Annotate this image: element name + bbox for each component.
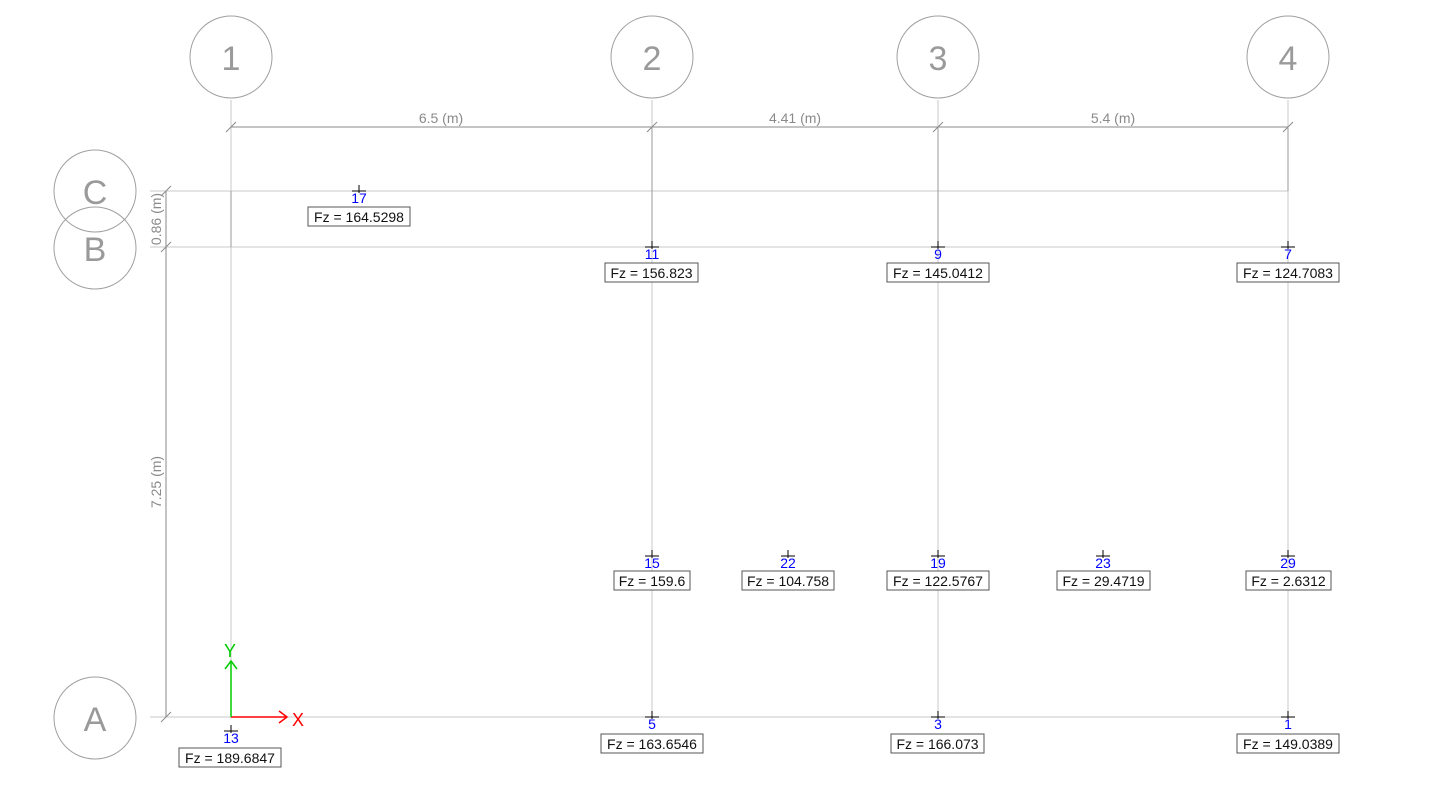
grid-bubble-a[interactable]: A: [53, 676, 137, 760]
x-dimension-chain: 6.5 (m) 4.41 (m) 5.4 (m): [225, 110, 1294, 133]
x-dim-tick-1: [225, 121, 237, 133]
node-23[interactable]: 23 Fz = 29.4719: [1056, 550, 1151, 591]
grid-bubble-label-2: 2: [643, 40, 662, 78]
load-value-label: Fz = 29.4719: [1062, 573, 1144, 589]
grid-bubble-label-b: B: [84, 231, 107, 269]
x-dimension-2: 4.41 (m): [769, 110, 821, 126]
load-value-label: Fz = 163.6546: [607, 736, 697, 752]
node-13[interactable]: 13 Fz = 189.6847: [178, 725, 282, 768]
node-17[interactable]: 17 Fz = 164.5298: [307, 185, 411, 227]
load-label-box: [1236, 262, 1340, 283]
load-label-box: [741, 570, 835, 591]
grid-bubble-1[interactable]: 1: [189, 15, 273, 99]
node-id-label: 9: [934, 246, 942, 262]
y-axis-arrowhead: [224, 659, 238, 670]
load-label-box: [613, 570, 691, 591]
load-value-label: Fz = 149.0389: [1243, 736, 1333, 752]
y-axis-bubbles: C B A: [53, 149, 137, 760]
node-19[interactable]: 19 Fz = 122.5767: [886, 550, 990, 591]
load-value-label: Fz = 145.0412: [893, 265, 983, 281]
horizontal-grid-lines: [150, 190, 1288, 718]
node-5[interactable]: 5 Fz = 163.6546: [600, 711, 704, 754]
y-dimension-1: 0.86 (m): [148, 193, 164, 245]
y-dim-tick-c: [160, 185, 172, 197]
node-id-label: 29: [1280, 555, 1296, 571]
node-7[interactable]: 7 Fz = 124.7083: [1236, 241, 1340, 283]
load-label-box: [886, 262, 990, 283]
grid-bubble-label-3: 3: [929, 40, 948, 78]
node-9[interactable]: 9 Fz = 145.0412: [886, 241, 990, 283]
load-label-box: [1236, 733, 1340, 754]
load-label-box: [307, 206, 411, 227]
x-dimension-3: 5.4 (m): [1091, 110, 1135, 126]
node-15[interactable]: 15 Fz = 159.6: [613, 550, 691, 591]
load-value-label: Fz = 159.6: [619, 573, 686, 589]
node-id-label: 15: [644, 555, 660, 571]
node-29[interactable]: 29 Fz = 2.6312: [1245, 550, 1332, 591]
grid-bubble-2[interactable]: 2: [610, 15, 694, 99]
members: [230, 128, 1289, 247]
x-dim-tick-4: [1282, 121, 1294, 133]
load-value-label: Fz = 104.758: [747, 573, 829, 589]
node-1[interactable]: 1 Fz = 149.0389: [1236, 711, 1340, 754]
x-dimension-1: 6.5 (m): [419, 110, 463, 126]
load-label-box: [890, 733, 985, 754]
vertical-grid-lines: [230, 100, 1289, 718]
node-22[interactable]: 22 Fz = 104.758: [741, 550, 835, 591]
load-label-box: [1056, 570, 1151, 591]
x-axis-arrowhead: [278, 710, 289, 724]
node-id-label: 11: [645, 246, 660, 262]
node-id-label: 17: [351, 190, 367, 206]
node-id-label: 13: [223, 730, 239, 746]
node-id-label: 22: [780, 555, 796, 571]
load-value-label: Fz = 189.6847: [185, 750, 275, 766]
node-11[interactable]: 11 Fz = 156.823: [604, 241, 699, 283]
load-label-box: [600, 733, 704, 754]
grid-bubble-label-c: C: [83, 174, 108, 212]
load-value-label: Fz = 166.073: [896, 736, 978, 752]
node-id-label: 3: [934, 716, 942, 732]
load-value-label: Fz = 122.5767: [893, 573, 983, 589]
grid-bubble-c[interactable]: C: [53, 149, 137, 233]
y-dim-tick-b: [160, 241, 172, 253]
grid-bubble-b[interactable]: B: [53, 206, 137, 290]
y-dimension-chain: 0.86 (m) 7.25 (m): [148, 185, 172, 723]
node-id-label: 23: [1095, 555, 1111, 571]
node-id-label: 1: [1284, 716, 1292, 732]
load-label-box: [1245, 570, 1332, 591]
load-label-box: [886, 570, 990, 591]
y-dim-tick-a: [160, 711, 172, 723]
load-value-label: Fz = 156.823: [610, 265, 692, 281]
x-axis-label: X: [292, 710, 304, 730]
node-id-label: 19: [930, 555, 946, 571]
load-label-box: [178, 747, 282, 768]
grid-bubble-4[interactable]: 4: [1246, 15, 1330, 99]
node-id-label: 5: [648, 716, 656, 732]
load-value-label: Fz = 2.6312: [1251, 573, 1326, 589]
load-value-label: Fz = 164.5298: [314, 209, 404, 225]
axes-gizmo: X Y: [224, 641, 304, 730]
node-id-label: 7: [1284, 246, 1292, 262]
load-value-label: Fz = 124.7083: [1243, 265, 1333, 281]
grid-bubble-label-a: A: [84, 701, 107, 739]
y-axis-label: Y: [224, 641, 236, 661]
grid-bubble-label-4: 4: [1279, 40, 1298, 78]
node-3[interactable]: 3 Fz = 166.073: [890, 711, 985, 754]
y-dimension-2: 7.25 (m): [148, 456, 164, 508]
grid-bubble-3[interactable]: 3: [896, 15, 980, 99]
load-label-box: [604, 262, 699, 283]
x-dim-tick-2: [646, 121, 658, 133]
grid-bubble-label-1: 1: [222, 40, 241, 78]
x-axis-bubbles: 1 2 3 4: [189, 15, 1330, 99]
x-dim-tick-3: [932, 121, 944, 133]
